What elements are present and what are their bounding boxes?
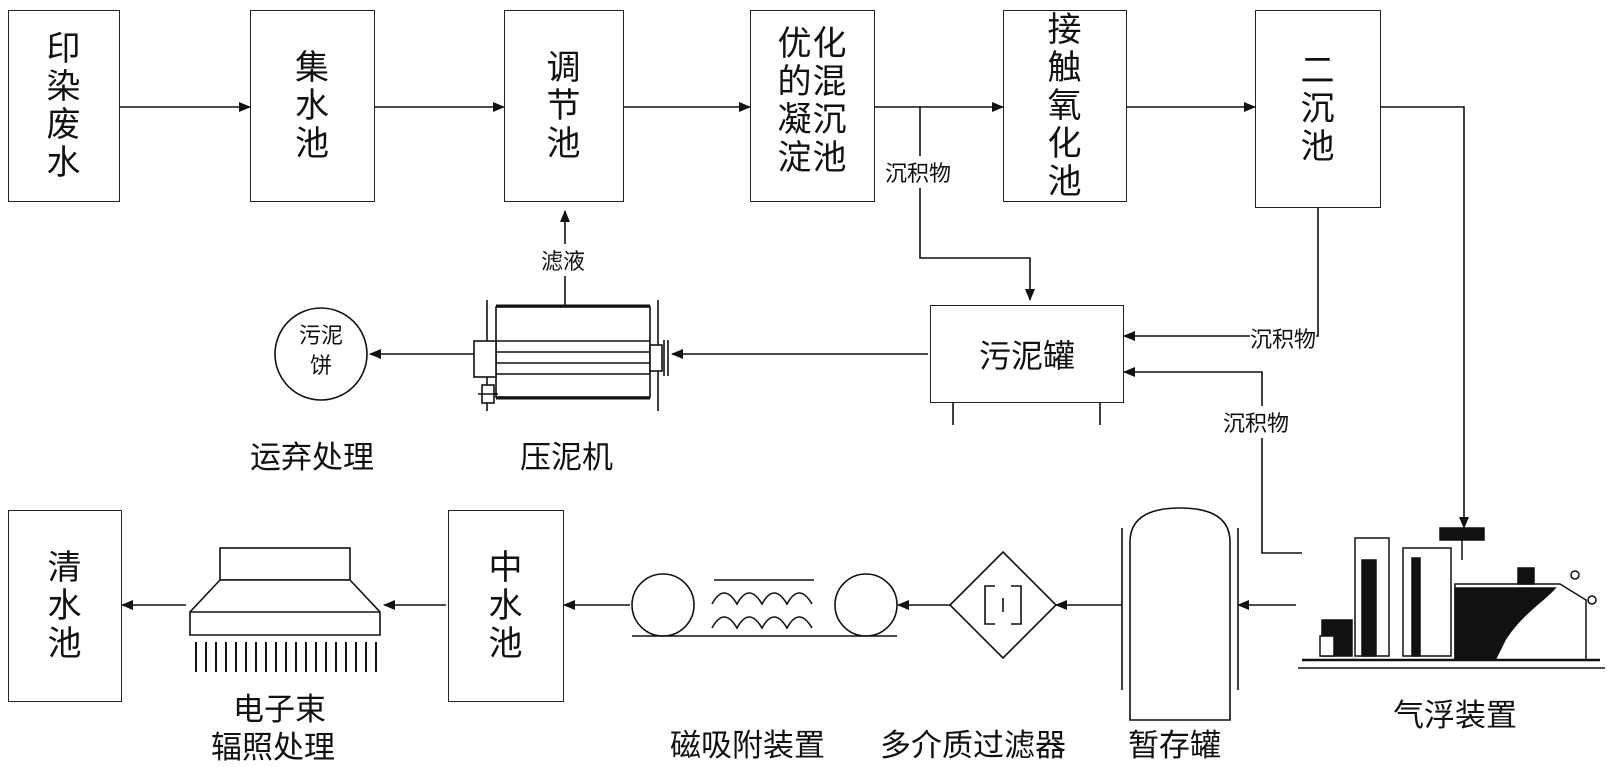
sludge-cake-circle	[274, 307, 368, 401]
sludge-tank-box: 污泥罐	[930, 305, 1124, 403]
collection-tank-label: 集水池	[295, 48, 330, 164]
storage-tank-icon	[1121, 507, 1239, 721]
secondary-clarifier-box: 二沉池	[1255, 10, 1381, 208]
dyeing-wastewater-box: 印染废水	[8, 10, 120, 202]
contact-oxidation-tank-box: 接触氧化池	[1003, 10, 1127, 202]
filter-press-label: 压泥机	[520, 440, 613, 476]
air-flotation-label: 气浮装置	[1393, 698, 1517, 734]
electron-beam-label-1: 电子束	[233, 692, 326, 728]
secondary-clarifier-label: 二沉池	[1300, 51, 1336, 167]
sludge-cake-label: 污泥饼	[298, 324, 343, 379]
coag-sed-tank-label: 优化的混凝沉淀池	[777, 24, 848, 178]
sediment-label-2: 沉积物	[1250, 322, 1317, 354]
sludge-tank-label: 污泥罐	[978, 337, 1075, 375]
magnetic-adsorption-icon	[631, 573, 898, 637]
electron-beam-label-2: 辐照处理	[211, 730, 335, 766]
reclaimed-water-tank-box: 中水池	[448, 510, 564, 702]
regulating-tank-box: 调节池	[504, 10, 624, 202]
coag-sed-tank-box: 优化的混凝沉淀池	[750, 10, 875, 202]
multimedia-filter-icon	[948, 550, 1058, 660]
regulating-tank-label: 调节池	[546, 48, 582, 164]
filter-press-icon	[473, 300, 669, 411]
storage-tank-label: 暂存罐	[1128, 728, 1221, 764]
clear-water-tank-box: 清水池	[8, 510, 122, 702]
clear-water-tank-label: 清水池	[47, 548, 83, 664]
dyeing-wastewater-label: 印染废水	[46, 29, 82, 183]
filtrate-label: 滤液	[541, 244, 586, 276]
collection-tank-box: 集水池	[250, 10, 375, 202]
disposal-label: 运弃处理	[250, 440, 374, 476]
multimedia-filter-label: 多介质过滤器	[880, 728, 1066, 764]
contact-oxidation-tank-label: 接触氧化池	[1047, 10, 1083, 202]
air-flotation-icon	[1298, 527, 1605, 669]
electron-beam-icon	[189, 547, 381, 672]
reclaimed-water-tank-label: 中水池	[488, 548, 524, 664]
sediment-label-3: 沉积物	[1223, 406, 1290, 438]
sediment-label-1: 沉积物	[885, 156, 952, 188]
magnetic-adsorption-label: 磁吸附装置	[670, 728, 825, 764]
